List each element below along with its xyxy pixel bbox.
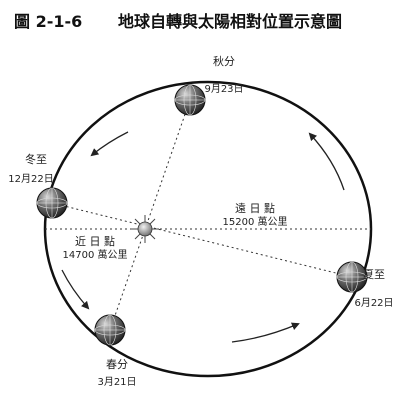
earth-orbit [43,80,373,378]
orbit-arrow-icon [90,131,129,157]
perihelion-label: 近 日 點 [75,235,115,248]
winter-solstice-label: 冬至 [25,152,47,166]
orbit-arrow-icon [61,269,90,310]
autumn-equinox-date: 9月23日 [204,83,243,95]
summer-solstice-label: 夏至 [363,268,385,281]
earth-globe-icon [174,84,206,116]
spring-equinox-date: 3月21日 [97,376,136,388]
aphelion-label: 遠 日 點 [235,202,275,215]
winter-solstice-date: 12月22日 [8,173,53,185]
solstice-line [51,202,353,278]
autumn-equinox-label: 秋分 [213,54,235,68]
page-title: 地球自轉與太陽相對位置示意圖 [118,12,342,31]
figure-number: 圖 2-1-6 [14,12,82,31]
aphelion-distance: 15200 萬公里 [223,215,288,228]
spring-equinox-label: 春分 [106,358,128,371]
summer-solstice-date: 6月22日 [354,297,393,309]
earth-globe-icon [36,187,68,219]
perihelion-distance: 14700 萬公里 [63,248,128,261]
equinox-line [109,99,191,331]
earth-globe-icon [94,314,126,346]
sun-icon [131,215,159,243]
earth-globe-icon [336,261,368,293]
orbit-arrow-icon [231,322,300,343]
orbit-arrow-icon [308,132,345,191]
